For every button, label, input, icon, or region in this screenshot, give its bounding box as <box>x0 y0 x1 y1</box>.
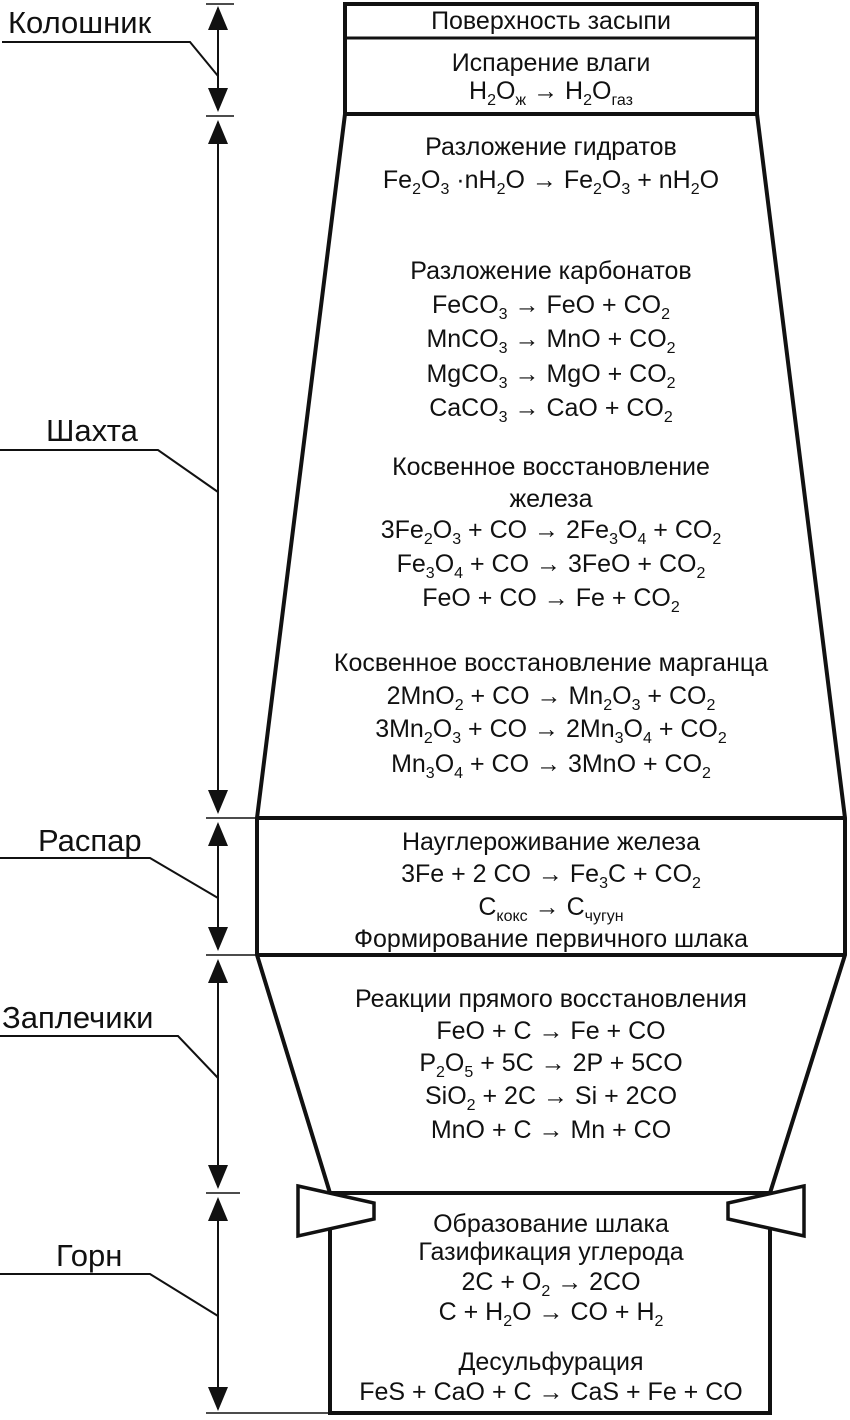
direct-reduction-eq3: SiO2 + 2C → Si + 2CO <box>424 1082 678 1114</box>
label-leader-lines <box>0 41 219 1317</box>
carbonates-eq3: MgCO3 → MgO + CO2 <box>426 360 676 392</box>
zaplechiki-leader <box>0 1035 219 1079</box>
desulfurization-eq: FeS + CaO + C → CaS + Fe + CO <box>359 1378 743 1406</box>
shaft-leader <box>0 449 219 493</box>
direct-reduction-eq1: FeO + C → Fe + CO <box>436 1017 666 1045</box>
gasification-eq2: C + H2O → CO + H2 <box>438 1298 664 1330</box>
indirect-iron-eq1: 3Fe2O3 + CO → 2Fe3O4 + CO2 <box>380 516 722 548</box>
carbon-gasification-title: Газификация углерода <box>418 1238 684 1266</box>
indirect-mn-eq2: 3Mn2O3 + CO → 2Mn3O4 + CO2 <box>375 715 727 747</box>
primary-slag-line: Формирование первичного шлака <box>354 925 748 953</box>
hydrates-title: Разложение гидратов <box>425 133 677 161</box>
carburization-title: Науглероживание железа <box>401 828 701 856</box>
raspar-leader <box>0 857 219 899</box>
direct-reduction-eq4: MnO + C → Mn + CO <box>430 1116 672 1144</box>
koloshnik-leader <box>2 41 219 77</box>
gasification-eq1: 2C + O2 → 2CO <box>461 1268 641 1300</box>
indirect-iron-eq3: FeO + CO → Fe + CO2 <box>422 584 680 616</box>
zone-label-zaplechiki: Заплечики <box>2 1000 154 1035</box>
moisture-evaporation-eq: H2Oж → H2Oгаз <box>469 77 633 109</box>
hydrates-eq: Fe2O3 ·nH2O → Fe2O3 + nH2O <box>382 166 720 198</box>
indirect-mn-eq1: 2MnO2 + CO → Mn2O3 + CO2 <box>386 682 716 714</box>
carburization-eq1: 3Fe + 2 CO → Fe3C + CO2 <box>401 860 701 892</box>
slag-formation-line: Образование шлака <box>433 1210 669 1238</box>
indirect-mn-title: Косвенное восстановление марганца <box>333 649 769 677</box>
left-tuyere <box>296 1183 376 1239</box>
desulfurization-title: Десульфурация <box>458 1348 644 1376</box>
carbonates-eq2: MnCO3 → MnO + CO2 <box>426 325 676 357</box>
indirect-mn-eq3: Mn3O4 + CO → 3MnO + CO2 <box>391 750 711 782</box>
indirect-iron-eq2: Fe3O4 + CO → 3FeO + CO2 <box>396 550 706 582</box>
zone-label-shakhta: Шахта <box>46 413 138 448</box>
carbonates-title: Разложение карбонатов <box>410 257 692 285</box>
indirect-iron-title-1: Косвенное восстановление <box>392 453 710 481</box>
indirect-iron-title-2: железа <box>509 485 593 513</box>
gorn-leader <box>0 1273 219 1317</box>
dimension-ticks <box>206 3 330 1414</box>
moisture-evaporation-title: Испарение влаги <box>451 49 651 77</box>
zone-label-koloshnik: Колошник <box>8 5 152 40</box>
carbonates-eq1: FeCO3 → FeO + CO2 <box>431 291 670 323</box>
direct-reduction-title: Реакции прямого восстановления <box>355 985 747 1013</box>
carbonates-eq4: CaCO3 → CaO + CO2 <box>429 394 673 426</box>
carburization-eq2: Cкокс → Cчугун <box>478 893 624 925</box>
zone-label-raspar: Распар <box>38 823 142 858</box>
direct-reduction-eq2: P2O5 + 5C → 2P + 5CO <box>419 1049 683 1081</box>
right-tuyere <box>726 1183 806 1239</box>
zone-label-gorn: Горн <box>56 1238 123 1273</box>
charge-surface-label: Поверхность засыпи <box>431 7 671 35</box>
